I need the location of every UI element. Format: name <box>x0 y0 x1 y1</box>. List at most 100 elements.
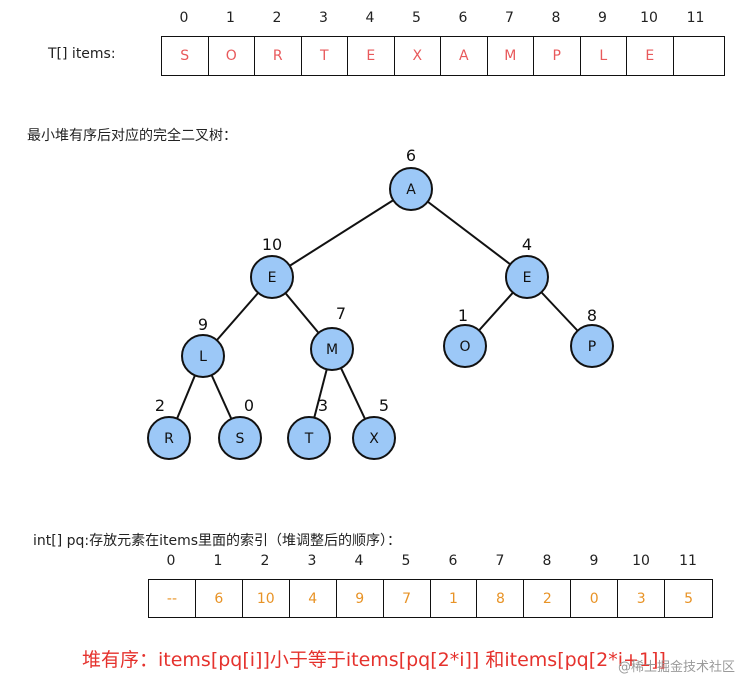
array-index-label: 10 <box>632 553 650 569</box>
tree-node: E 10 <box>250 235 294 299</box>
array-cell: E <box>348 37 395 75</box>
array-index-label: 8 <box>551 10 561 26</box>
tree-node-index: 9 <box>198 315 208 334</box>
array-cell: 7 <box>384 580 431 617</box>
tree-node: L9 <box>181 315 225 378</box>
array-cell: 9 <box>337 580 384 617</box>
tree-node-index: 6 <box>406 146 416 165</box>
array-index-label: 0 <box>166 553 176 569</box>
tree-node-index: 4 <box>522 235 532 254</box>
pq-array-label: int[] pq:存放元素在items里面的索引（堆调整后的顺序）： <box>33 533 402 549</box>
tree-node: X5 <box>352 396 396 460</box>
tree-node-index: 7 <box>336 304 346 323</box>
tree-node-index: 8 <box>587 306 597 325</box>
array-index-label: 3 <box>307 553 317 569</box>
array-cell: 2 <box>524 580 572 617</box>
tree-node-circle <box>147 416 191 460</box>
array-index-label: 7 <box>505 10 514 26</box>
array-cell: M <box>488 37 534 75</box>
array-index-label: 0 <box>179 10 189 26</box>
tree-node: A6 <box>389 146 433 211</box>
tree-node-circle <box>352 416 396 460</box>
tree-node-index: 2 <box>155 396 165 415</box>
array-index-label: 4 <box>354 553 364 569</box>
tree-node: S0 <box>218 396 262 460</box>
tree-node: E4 <box>505 235 549 299</box>
tree-node-index: 1 <box>458 306 468 325</box>
tree-node-letter: E <box>268 270 277 286</box>
array-cell: 10 <box>243 580 290 617</box>
tree-node-circle <box>389 167 433 211</box>
array-cell: 4 <box>290 580 337 617</box>
array-index-label: 5 <box>412 10 421 26</box>
tree-node: R2 <box>147 396 191 460</box>
tree-node-letter: O <box>459 339 470 355</box>
heap-order-note: 堆有序：items[pq[i]]小于等于items[pq[2*i]] 和item… <box>82 649 666 671</box>
tree-node-letter: P <box>588 339 596 355</box>
array-cell: R <box>255 37 302 75</box>
tree-node: T3 <box>287 396 331 460</box>
array-cell: A <box>441 37 488 75</box>
tree-node-circle <box>570 324 614 368</box>
tree-node-letter: S <box>236 431 245 447</box>
array-index-label: 8 <box>542 553 552 569</box>
tree-node-letter: T <box>304 431 314 447</box>
tree-node-index: 5 <box>379 396 389 415</box>
items-array-label: T[] items: <box>48 46 116 62</box>
tree-node-letter: X <box>369 431 379 447</box>
array-cell: S <box>162 37 209 75</box>
tree-node-circle <box>443 324 487 368</box>
array-cell: 5 <box>684 590 694 607</box>
array-index-label: 3 <box>319 10 328 26</box>
array-index-label: 6 <box>458 10 468 26</box>
array-index-label: 2 <box>260 553 270 569</box>
tree-node-circle <box>218 416 262 460</box>
array-index-label: 5 <box>401 553 411 569</box>
array-index-label: 9 <box>589 553 599 569</box>
array-index-label: 4 <box>365 10 375 26</box>
tree-node-circle <box>505 255 549 299</box>
tree-node-letter: E <box>523 270 532 286</box>
array-index-label: 11 <box>679 553 697 569</box>
tree-caption: 最小堆有序后对应的完全二叉树： <box>27 128 237 144</box>
tree-node-letter: L <box>199 349 207 365</box>
array-index-label: 11 <box>686 10 705 26</box>
tree-node-letter: R <box>164 431 174 447</box>
array-index-label: 9 <box>598 10 607 26</box>
array-cell: 3 <box>618 580 666 617</box>
array-index-label: 10 <box>640 10 658 26</box>
tree-node: P8 <box>570 306 614 368</box>
tree-node: M7 <box>310 304 354 371</box>
array-index-label: 2 <box>272 10 282 26</box>
tree-node-index: 3 <box>318 396 328 415</box>
array-cell: T <box>302 37 348 75</box>
tree-node-circle <box>181 334 225 378</box>
array-cell: X <box>395 37 441 75</box>
array-cell: 6 <box>196 580 243 617</box>
array-cell: -- <box>149 580 196 617</box>
tree-node-circle <box>287 416 331 460</box>
array-cell: P <box>534 37 581 75</box>
array-index-label: 6 <box>448 553 458 569</box>
tree-node-circle <box>310 327 354 371</box>
tree-node-index: 10 <box>262 235 282 254</box>
tree-edge <box>410 188 528 278</box>
tree-node-index: 0 <box>244 396 254 415</box>
array-index-label: 7 <box>495 553 505 569</box>
tree-node-letter: A <box>406 182 416 198</box>
tree-node: O1 <box>443 306 487 368</box>
watermark: @稀土掘金技术社区 <box>618 660 736 675</box>
array-cell: 1 <box>431 580 478 617</box>
array-cell: O <box>209 37 255 75</box>
array-index-label: 1 <box>226 10 235 26</box>
tree-node-letter: M <box>326 342 338 358</box>
array-cell: E <box>627 37 674 75</box>
array-cell: 8 <box>477 580 525 617</box>
array-index-label: 1 <box>213 553 223 569</box>
array-cell: L <box>581 37 627 75</box>
tree-node-circle <box>250 255 294 299</box>
tree-edge <box>271 188 412 278</box>
